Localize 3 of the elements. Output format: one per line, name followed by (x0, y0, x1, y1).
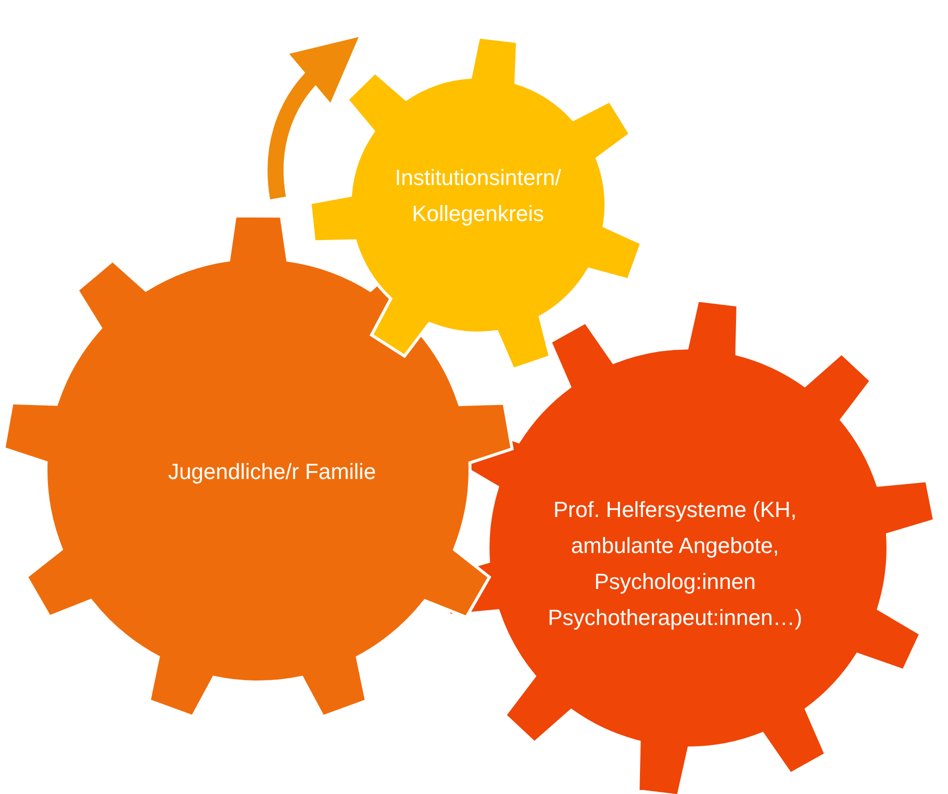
gear-label: Prof. Helfersysteme (KH, ambulante Angebote, Psycholog:innen Psychotherapeut:innen…) (546, 496, 804, 632)
gear-label: Jugendliche/r Familie (167, 458, 377, 486)
gear-label: Institutionsintern/ Kollegenkreis (394, 164, 562, 228)
